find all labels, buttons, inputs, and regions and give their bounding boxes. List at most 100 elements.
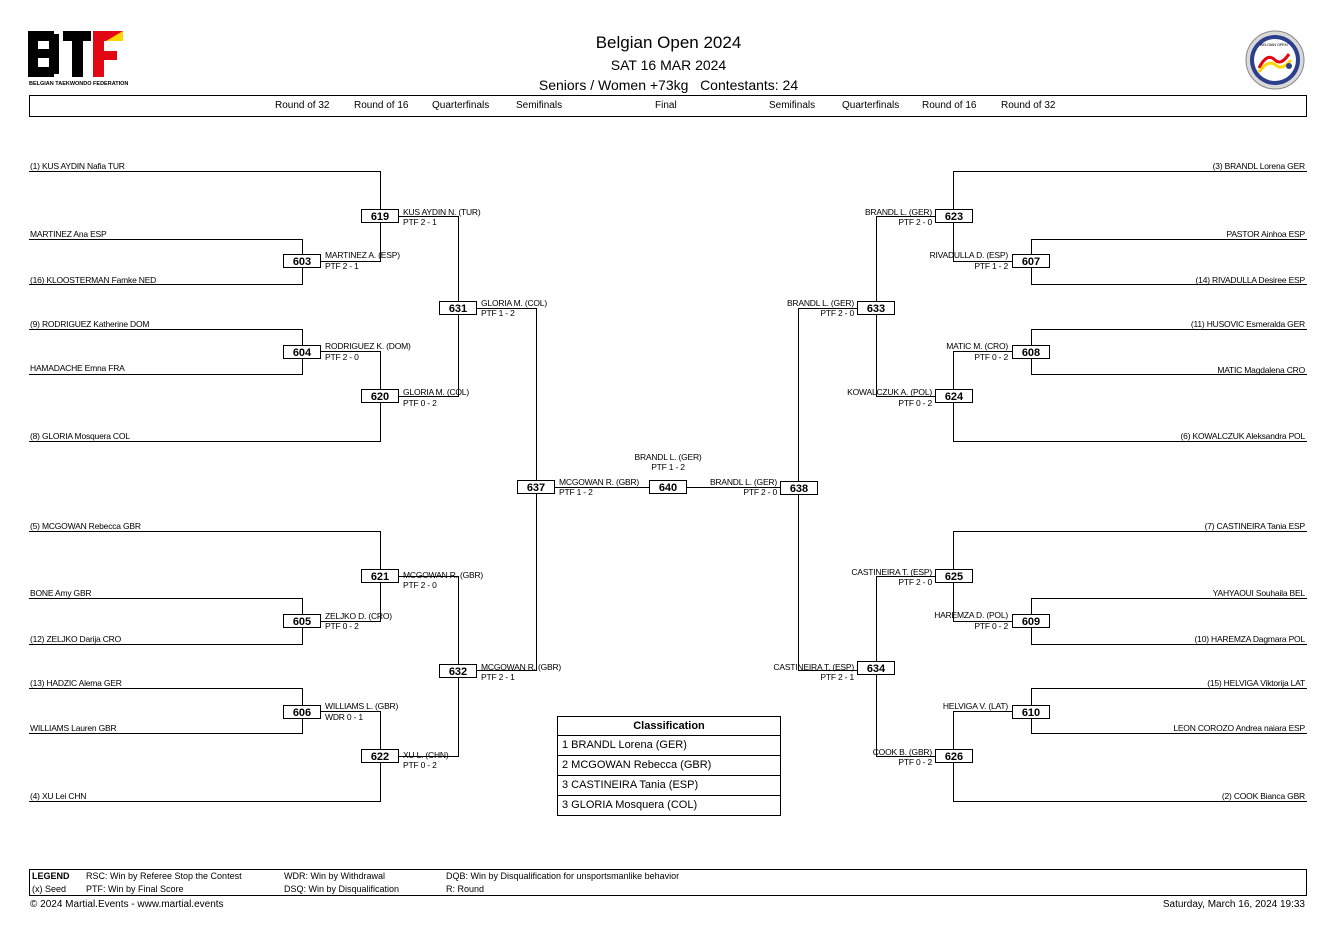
seal-label: BELGIAN OPEN (1260, 42, 1288, 47)
entrant-name: (16) KLOOSTERMAN Famke NED (30, 275, 157, 285)
btf-caption: BELGIAN TAEKWONDO FEDERATION (29, 81, 129, 87)
entrant-name: (1) KUS AYDIN Nafia TUR (30, 161, 125, 171)
entrant-name: (2) COOK Bianca GBR (1221, 791, 1305, 801)
entrant-name: (5) MCGOWAN Rebecca GBR (30, 521, 141, 531)
entrant-name: (6) KOWALCZUK Aleksandra POL (1180, 431, 1306, 441)
match-score: PTF 2 - 1 (325, 261, 359, 271)
final-winner: BRANDL L. (GER) (634, 452, 702, 462)
final-match-number: 640 (649, 480, 687, 494)
legend-wdr: WDR: Win by Withdrawal (284, 871, 386, 881)
legend-ptf: PTF: Win by Final Score (86, 884, 184, 894)
match-number: 604 (283, 345, 321, 359)
match-number: 619 (361, 209, 399, 223)
match-number: 609 (1012, 614, 1050, 628)
round-label: Round of 32 (275, 100, 330, 111)
entrant-name: BONE Amy GBR (30, 588, 92, 598)
match-number: 624 (935, 389, 973, 403)
entrant-name: PASTOR Ainhoa ESP (1226, 229, 1306, 239)
match-score: PTF 2 - 1 (481, 672, 515, 682)
legend-title: LEGEND (32, 871, 70, 881)
category-label: Seniors / Women +73kg Contestants: 24 (538, 77, 799, 93)
match-score: PTF 2 - 0 (403, 580, 437, 590)
classification-title: Classification (558, 717, 780, 736)
entrant-name: (15) HELVIGA Viktorija LAT (1207, 678, 1305, 688)
match-number: 633 (857, 301, 895, 315)
match-winner: HAREMZA D. (POL) (934, 610, 1008, 620)
match-winner: MCGOWAN R. (GBR) (559, 477, 640, 487)
match-winner: COOK B. (GBR) (872, 747, 932, 757)
entrant-name: (8) GLORIA Mosquera COL (30, 431, 130, 441)
belgian-open-seal (1245, 30, 1305, 90)
match-number: 620 (361, 389, 399, 403)
round-label: Quarterfinals (432, 100, 490, 111)
entrant-name: (9) RODRIGUEZ Katherine DOM (30, 319, 150, 329)
match-number: 607 (1012, 254, 1050, 268)
entrant-name: MARTINEZ Ana ESP (30, 229, 107, 239)
match-winner: RIVADULLA D. (ESP) (929, 250, 1009, 260)
match-number: 608 (1012, 345, 1050, 359)
match-winner: MARTINEZ A. (ESP) (325, 250, 400, 260)
entrant-name: YAHYAOUI Souhaila BEL (1212, 588, 1306, 598)
final-score: PTF 1 - 2 (651, 462, 685, 472)
match-score: PTF 1 - 2 (481, 308, 515, 318)
match-number: 623 (935, 209, 973, 223)
match-number: 622 (361, 749, 399, 763)
legend-rsc: RSC: Win by Referee Stop the Contest (86, 871, 242, 881)
entrant-name: (13) HADZIC Alema GER (30, 678, 122, 688)
match-number: 631 (439, 301, 477, 315)
legend-seed: (x) Seed (32, 884, 67, 894)
match-score: PTF 1 - 2 (974, 261, 1008, 271)
match-winner: BRANDL L. (GER) (864, 207, 932, 217)
match-winner: RODRIGUEZ K. (DOM) (325, 341, 411, 351)
match-score: PTF 0 - 2 (898, 398, 932, 408)
match-score: PTF 0 - 2 (403, 760, 437, 770)
match-winner: BRANDL L. (GER) (786, 298, 854, 308)
match-score: PTF 2 - 0 (743, 487, 777, 497)
event-date: SAT 16 MAR 2024 (610, 57, 727, 73)
round-label: Round of 32 (1001, 100, 1056, 111)
match-winner: GLORIA M. (COL) (403, 387, 469, 397)
match-number: 638 (780, 481, 818, 495)
classification-table: Classification 1 BRANDL Lorena (GER) 2 M… (557, 716, 781, 816)
entrant-name: (11) HUSOVIC Esmeralda GER (1190, 319, 1305, 329)
match-number: 610 (1012, 705, 1050, 719)
match-number: 605 (283, 614, 321, 628)
match-score: PTF 2 - 0 (325, 352, 359, 362)
match-score: PTF 2 - 1 (820, 672, 854, 682)
rounds-bar (29, 95, 1307, 117)
match-winner: CASTINEIRA T. (ESP) (773, 662, 854, 672)
round-label: Final (655, 100, 677, 111)
classification-row: 3 CASTINEIRA Tania (ESP) (558, 776, 780, 796)
footer-timestamp: Saturday, March 16, 2024 19:33 (1162, 899, 1305, 910)
classification-row: 2 MCGOWAN Rebecca (GBR) (558, 756, 780, 776)
legend-box: LEGEND (x) Seed RSC: Win by Referee Stop… (29, 869, 1307, 896)
match-number: 603 (283, 254, 321, 268)
match-winner: MCGOWAN R. (GBR) (403, 570, 484, 580)
footer-copyright: © 2024 Martial.Events - www.martial.even… (30, 899, 224, 910)
match-winner: GLORIA M. (COL) (481, 298, 547, 308)
legend-dqb: DQB: Win by Disqualification for unsport… (446, 871, 680, 881)
match-winner: XU L. (CHN) (403, 750, 449, 760)
entrant-name: LEON COROZO Andrea naiara ESP (1173, 723, 1305, 733)
match-score: PTF 2 - 0 (820, 308, 854, 318)
round-label: Semifinals (769, 100, 816, 111)
match-winner: CASTINEIRA T. (ESP) (851, 567, 932, 577)
match-number: 632 (439, 664, 477, 678)
match-score: WDR 0 - 1 (325, 712, 363, 722)
match-winner: KOWALCZUK A. (POL) (847, 387, 932, 397)
entrant-name: (3) BRANDL Lorena GER (1212, 161, 1306, 171)
match-score: PTF 2 - 1 (403, 217, 437, 227)
match-number: 625 (935, 569, 973, 583)
entrant-name: HAMADACHE Emna FRA (30, 363, 125, 373)
entrant-name: (12) ZELJKO Darija CRO (30, 634, 122, 644)
round-label: Quarterfinals (842, 100, 900, 111)
match-number: 634 (857, 661, 895, 675)
match-winner: MCGOWAN R. (GBR) (481, 662, 562, 672)
match-score: PTF 0 - 2 (974, 352, 1008, 362)
legend-dsq: DSQ: Win by Disqualification (284, 884, 400, 894)
round-label: Semifinals (516, 100, 563, 111)
btf-logo (28, 31, 123, 77)
event-title: Belgian Open 2024 (595, 33, 742, 52)
match-number: 626 (935, 749, 973, 763)
match-winner: WILLIAMS L. (GBR) (325, 701, 399, 711)
